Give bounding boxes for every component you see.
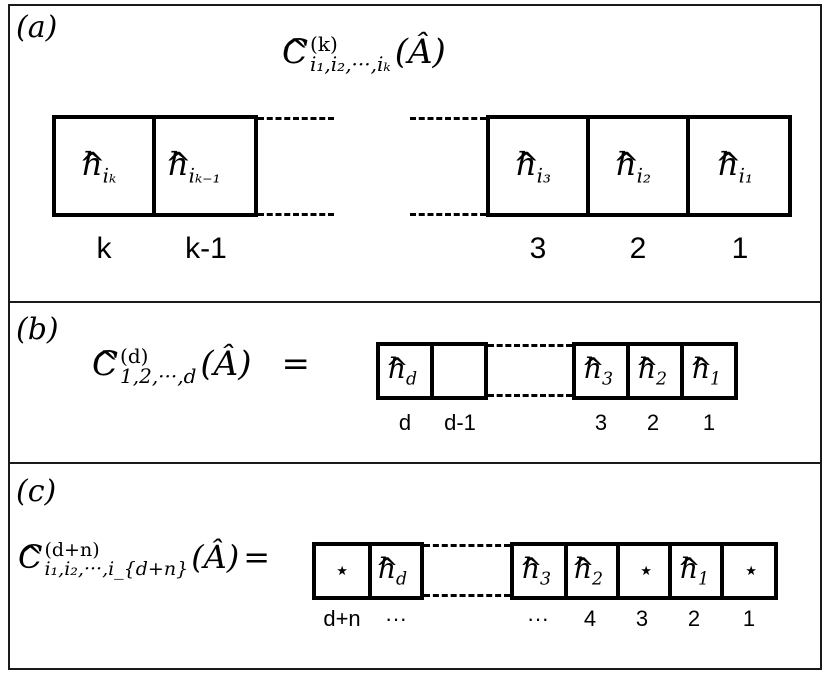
panel-c-pos-1: d+n [323, 606, 361, 631]
panel-c-box-3-base: h [522, 552, 540, 585]
panel-b-tag: (b) [16, 312, 59, 347]
panel-b: (b) C(d)1,2,···,d(Â)= hd h3 h2 h1 d d-1 … [0, 300, 830, 462]
panel-c-pos-7: 1 [742, 606, 756, 631]
panel-c-box-2: hd [368, 542, 424, 600]
panel-c-box-4-base: h [574, 552, 592, 585]
panel-c-frame [8, 462, 822, 670]
panel-c-lhs-sup: (d+n) [44, 538, 100, 561]
panel-b-lhs-arg: (Â) [200, 344, 252, 384]
panel-c-lhs-symbol: C [18, 538, 42, 576]
panel-a-pos-1: k [96, 232, 112, 265]
panel-c-box-2-base: h [378, 552, 396, 585]
panel-c-box-6: h1 [668, 542, 724, 600]
panel-a-box-1-sub: iₖ [102, 164, 117, 188]
panel-b-pos-5: 1 [702, 410, 716, 435]
panel-a-box-4-sub: i₂ [636, 164, 651, 188]
panel-b-lhs: C(d)1,2,···,d(Â) = [92, 344, 310, 386]
panel-c-box-2-sub: d [396, 569, 408, 590]
panel-c-box-7-base: ⋆ [743, 556, 760, 586]
panel-a-header-arg: (Â) [394, 32, 446, 72]
panel-b-box-3: h3 [572, 342, 630, 400]
panel-a-box-1-base: h [82, 145, 103, 183]
panel-c-box-7: ⋆ [720, 542, 778, 600]
panel-b-box-2 [430, 342, 488, 400]
panel-a-box-4-base: h [616, 145, 637, 183]
panel-a-dash-top-left [258, 117, 334, 120]
panel-c-pos-4: 4 [583, 606, 597, 631]
panel-c-pos-2: ··· [385, 606, 407, 631]
panel-c-pos-3: ··· [527, 606, 549, 631]
panel-c-lhs-sub: i₁,i₂,···,i_{d+n} [44, 557, 189, 580]
panel-c-dash-bottom [424, 594, 510, 597]
panel-c-box-6-base: h [680, 552, 698, 585]
panel-c-box-4-sub: 2 [592, 569, 604, 590]
panel-a-dash-bottom-left [258, 213, 334, 216]
panel-a-pos-3: 3 [529, 232, 547, 265]
panel-c-box-5-base: ⋆ [638, 556, 655, 586]
panel-c: (c) C(d+n)i₁,i₂,···,i_{d+n}(Â)= ⋆ hd h3 … [0, 462, 830, 670]
panel-b-box-1-base: h [388, 352, 406, 385]
panel-b-dash-top [488, 344, 572, 347]
panel-b-dash-bottom [488, 394, 572, 397]
panel-b-box-5-sub: 1 [710, 369, 722, 390]
panel-c-pos-6: 2 [687, 606, 701, 631]
panel-b-box-1-sub: d [406, 369, 418, 390]
panel-a-header: C(k)i₁,i₂,···,iₖ(Â) [282, 32, 446, 74]
panel-c-box-3-sub: 3 [540, 569, 552, 590]
panel-a-box-3: hi₃ [486, 115, 590, 217]
panel-a-box-2: hiₖ₋₁ [152, 115, 258, 217]
panel-c-box-1: ⋆ [312, 542, 372, 600]
panel-b-pos-3: 3 [594, 410, 608, 435]
panel-c-box-5: ⋆ [616, 542, 672, 600]
panel-a-box-5: hi₁ [686, 115, 792, 217]
panel-c-box-4: h2 [564, 542, 620, 600]
panel-c-lhs: C(d+n)i₁,i₂,···,i_{d+n}(Â)= [18, 538, 270, 579]
panel-b-lhs-sub: 1,2,···,d [120, 364, 197, 388]
panel-c-lhs-arg: (Â) [191, 538, 240, 576]
panel-a-box-5-base: h [718, 145, 739, 183]
panel-a-dash-top-right [410, 117, 486, 120]
panel-c-box-1-base: ⋆ [334, 556, 351, 586]
panel-b-box-5-base: h [692, 352, 710, 385]
panel-c-box-6-sub: 1 [698, 569, 710, 590]
panel-b-pos-2: d-1 [444, 410, 476, 435]
panel-c-tag: (c) [16, 474, 57, 509]
panel-b-box-3-sub: 3 [602, 369, 614, 390]
panel-a-tag: (a) [16, 10, 58, 45]
panel-b-lhs-sup: (d) [120, 344, 149, 368]
panel-c-pos-5: 3 [635, 606, 649, 631]
panel-b-pos-1: d [398, 410, 412, 435]
panel-b-box-1: hd [376, 342, 434, 400]
panel-a-box-4: hi₂ [586, 115, 690, 217]
panel-a-box-2-sub: iₖ₋₁ [188, 164, 221, 188]
panel-b-box-5: h1 [680, 342, 738, 400]
panel-c-dash-top [424, 544, 510, 547]
panel-b-pos-4: 2 [646, 410, 660, 435]
panel-a: (a) C(k)i₁,i₂,···,iₖ(Â) hiₖ hiₖ₋₁ hi₃ hi… [0, 0, 830, 300]
panel-b-box-4-sub: 2 [656, 369, 668, 390]
panel-b-box-4-base: h [638, 352, 656, 385]
panel-b-lhs-symbol: C [92, 344, 118, 384]
panel-a-pos-2: k-1 [185, 232, 227, 265]
panel-b-box-4: h2 [626, 342, 684, 400]
panel-a-box-3-base: h [516, 145, 537, 183]
panel-a-pos-4: 2 [629, 232, 647, 265]
panel-a-pos-5: 1 [731, 232, 749, 265]
panel-a-box-1: hiₖ [52, 115, 156, 217]
panel-b-lhs-eq: = [281, 344, 311, 384]
panel-a-dash-bottom-right [410, 213, 486, 216]
panel-a-box-2-base: h [168, 145, 189, 183]
panel-c-lhs-eq: = [243, 538, 271, 576]
panel-b-box-3-base: h [584, 352, 602, 385]
panel-a-header-sup: (k) [310, 32, 338, 56]
panel-c-box-3: h3 [510, 542, 568, 600]
panel-a-box-5-sub: i₁ [738, 164, 753, 188]
panel-a-header-sub: i₁,i₂,···,iₖ [310, 52, 391, 76]
panel-a-header-symbol: C [282, 32, 308, 72]
panel-a-box-3-sub: i₃ [536, 164, 551, 188]
